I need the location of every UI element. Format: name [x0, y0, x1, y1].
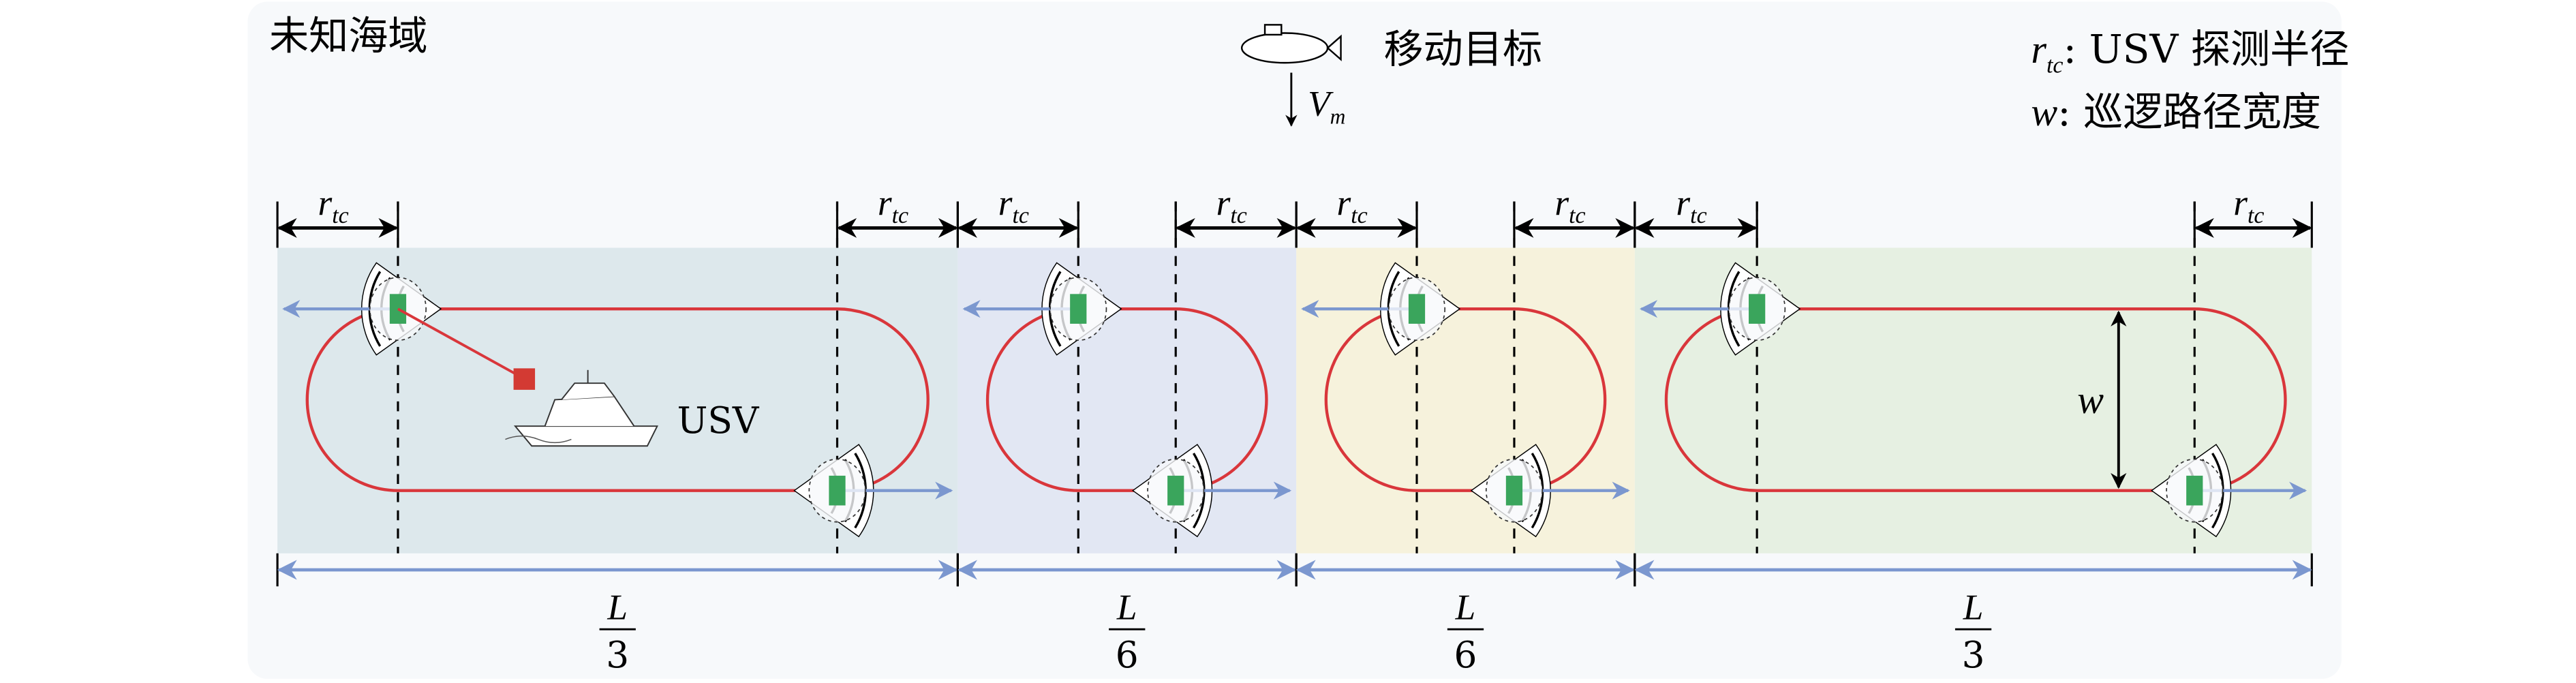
usv-boat-icon [505, 369, 658, 447]
usv-marker [2186, 475, 2203, 506]
fraction-denominator: 6 [1454, 634, 1477, 676]
rtc-label: rtc [1554, 183, 1585, 228]
rtc-label: rtc [878, 183, 908, 228]
usv-marker [829, 475, 846, 506]
rtc-label: rtc [1216, 183, 1247, 228]
moving-target-label: 移动目标 [1384, 26, 1543, 72]
legend-w: w: 巡逻路径宽度 [2031, 89, 2321, 135]
rtc-label: rtc [318, 183, 348, 228]
legend-rtc: rtc: USV 探测半径 [2031, 26, 2349, 78]
fraction-denominator: 6 [1116, 634, 1139, 676]
rtc-label: rtc [1676, 183, 1706, 228]
fraction-numerator: L [607, 588, 628, 628]
usv-marker [1505, 475, 1523, 506]
fraction-numerator: L [1455, 588, 1476, 628]
sea-area-title: 未知海域 [269, 13, 428, 59]
usv-marker [1167, 475, 1184, 506]
velocity-label: Vm [1308, 84, 1345, 129]
fraction-denominator: 3 [1962, 634, 1985, 676]
fraction-denominator: 3 [606, 634, 629, 676]
rtc-label: rtc [1336, 183, 1367, 228]
tracking-line [397, 307, 525, 380]
region-2 [957, 247, 1297, 553]
usv-marker [1408, 294, 1426, 324]
usv-marker [1749, 294, 1766, 324]
rtc-label: rtc [2233, 183, 2264, 228]
usv-marker [389, 294, 407, 324]
target-marker [513, 368, 536, 390]
rtc-label: rtc [998, 183, 1029, 228]
width-label: w [2077, 378, 2104, 422]
fraction-numerator: L [1963, 588, 1984, 628]
fraction-numerator: L [1116, 588, 1137, 628]
region-3 [1296, 247, 1635, 553]
submarine-icon [1240, 24, 1342, 127]
usv-label: USV [677, 399, 759, 442]
usv-marker [1070, 294, 1087, 324]
